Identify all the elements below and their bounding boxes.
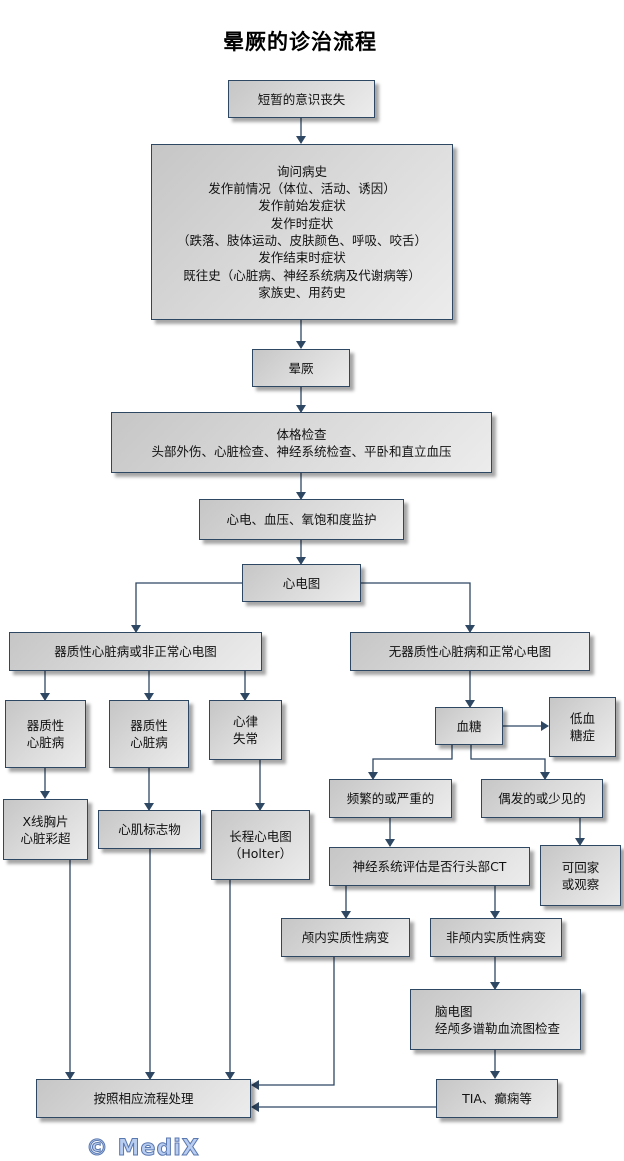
- node-neuro-eval-ct: 神经系统评估是否行头部CT: [329, 847, 530, 886]
- node-frequent-severe: 频繁的或严重的: [329, 779, 452, 818]
- arrow-ecg-left: [131, 582, 242, 633]
- node-monitoring: 心电、血压、氧饱和度监护: [199, 499, 404, 540]
- watermark-logo: © MediX: [86, 1136, 200, 1161]
- node-no-organic-normal-ecg: 无器质性心脏病和正常心电图: [350, 632, 590, 671]
- node-hypoglycemia: 低血 糖症: [549, 697, 616, 757]
- arrow-glucose-occasional: [470, 745, 550, 780]
- node-non-intracranial-lesion: 非颅内实质性病变: [430, 918, 562, 957]
- node-follow-protocol: 按照相应流程处理: [36, 1079, 251, 1118]
- node-xray-echo: X线胸片 心脏彩超: [3, 799, 88, 860]
- node-physical-exam: 体格检查 头部外伤、心脏检查、神经系统检查、平卧和直立血压: [111, 412, 492, 473]
- node-syncope: 晕厥: [252, 349, 350, 387]
- arrow-glucose-frequent: [368, 745, 453, 780]
- arrow-ecg-right: [361, 582, 475, 633]
- node-intracranial-lesion: 颅内实质性病变: [281, 918, 410, 957]
- node-holter: 长程心电图 （Holter）: [211, 810, 310, 880]
- node-blood-glucose: 血糖: [435, 707, 503, 745]
- node-home-or-observe: 可回家 或观察: [540, 845, 621, 906]
- page-title: 晕厥的诊治流程: [223, 30, 377, 54]
- node-eeg-tcd: 脑电图 经颅多谱勒血流图检查: [410, 989, 581, 1050]
- node-history: 询问病史 发作前情况（体位、活动、诱因） 发作前始发症状 发作时症状 （跌落、肢…: [151, 144, 453, 320]
- node-arrhythmia: 心律 失常: [209, 700, 282, 760]
- node-organic-or-abnormal-ecg: 器质性心脏病或非正常心电图: [9, 632, 262, 671]
- node-loss-of-consciousness: 短暂的意识丧失: [228, 80, 375, 118]
- node-organic-heart-2: 器质性 心脏病: [109, 700, 189, 768]
- arrow-intracranial-follow: [251, 956, 335, 1090]
- node-cardiac-markers: 心肌标志物: [98, 810, 201, 849]
- node-ecg: 心电图: [242, 564, 361, 602]
- node-tia-epilepsy: TIA、癫痫等: [436, 1079, 558, 1118]
- node-organic-heart-1: 器质性 心脏病: [5, 700, 86, 768]
- node-occasional-rare: 偶发的或少见的: [481, 779, 603, 818]
